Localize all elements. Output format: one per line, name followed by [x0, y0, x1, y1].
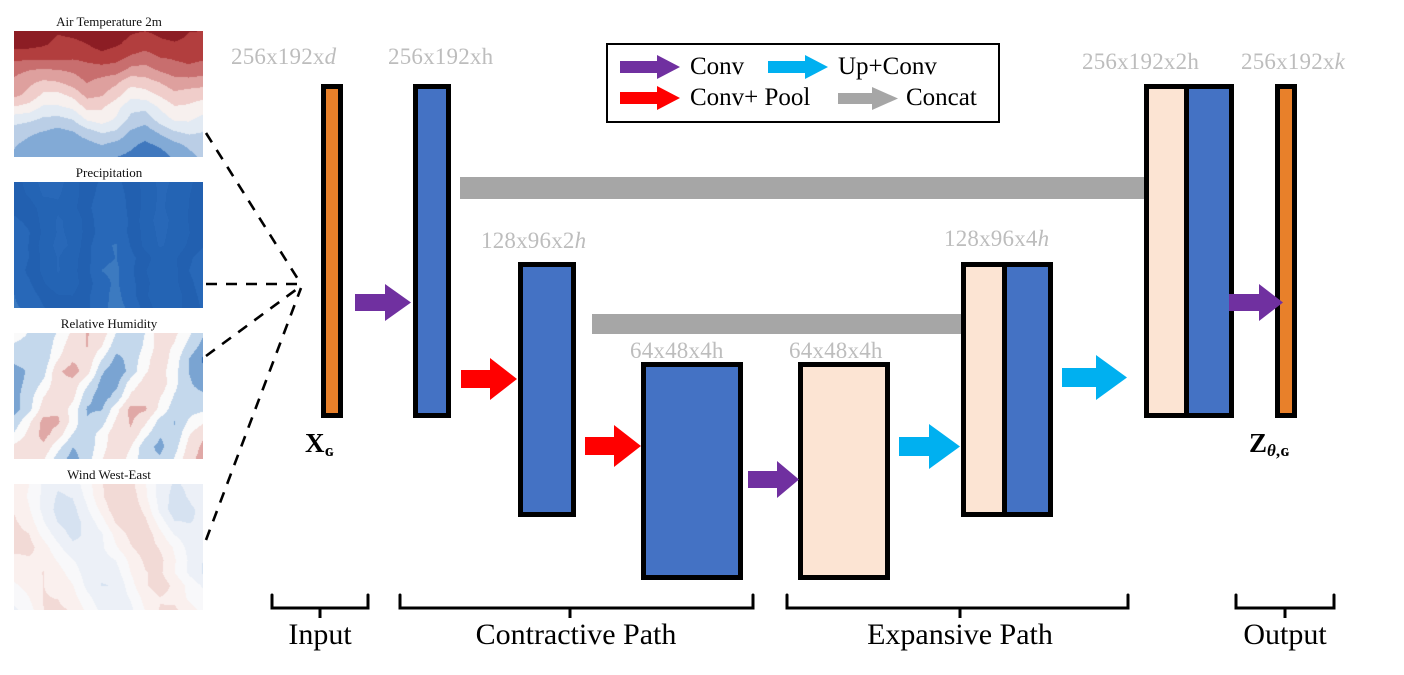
section-label-output: Output [1243, 618, 1327, 651]
block-encoder-2-segment [523, 267, 571, 512]
section-label-input: Input [288, 618, 352, 651]
legend-entry-pool: Conv+ Pool [620, 84, 838, 112]
arrow-right-icon [620, 85, 680, 110]
block-output-segment [1280, 89, 1292, 413]
legend-box: Conv Up+Conv Conv+ Pool Concat [606, 43, 1000, 123]
block-input-segment [326, 89, 338, 413]
dim-label-output: 256x192xk [1241, 49, 1346, 74]
pool-arrow-enc1-to-enc2 [461, 358, 517, 400]
block-bottleneck-encoder-segment [646, 367, 738, 575]
dim-label-dec2: 128x96x4h [944, 226, 1050, 251]
block-decoder-2-upsampled-segment [966, 267, 1007, 512]
label-output-tensor: Zθ,ɢ [1249, 428, 1291, 460]
block-decoder-bottom[interactable] [798, 362, 890, 580]
brace-output [1234, 593, 1336, 618]
block-encoder-2[interactable] [518, 262, 576, 517]
connector-line-3 [204, 287, 303, 541]
block-encoder-1-segment [418, 89, 446, 413]
block-output[interactable] [1275, 84, 1297, 418]
block-encoder-1[interactable] [413, 84, 451, 418]
legend-label-concat: Concat [906, 83, 977, 111]
pool-arrow-enc2-to-bottleneck [585, 425, 641, 467]
field-image-air-temperature [14, 31, 203, 157]
section-label-expansive: Expansive Path [867, 618, 1053, 651]
block-decoder-1-concat[interactable] [1144, 84, 1234, 418]
block-decoder-1-skip-segment [1189, 89, 1229, 413]
label-input-tensor: Xɢ [305, 428, 335, 460]
dim-label-bottleneck: 64x48x4h [630, 338, 724, 363]
legend-row-1: Conv Up+Conv [620, 51, 998, 82]
dim-label-enc2: 128x96x2h [481, 228, 587, 253]
section-label-contractive: Contractive Path [475, 618, 677, 651]
upconv-arrow-dec2-to-dec1 [1062, 355, 1127, 400]
block-decoder-1-upsampled-segment [1149, 89, 1189, 413]
legend-entry-upconv: Up+Conv [768, 53, 937, 81]
block-input[interactable] [321, 84, 343, 418]
brace-input [270, 593, 370, 618]
dim-label-enc1: 256x192xh [388, 44, 494, 69]
field-image-precipitation [14, 182, 203, 308]
legend-entry-conv: Conv [620, 53, 768, 81]
conv-arrow-input-to-enc1 [355, 284, 411, 321]
dim-label-input: 256x192xd [231, 44, 337, 69]
arrow-right-icon [768, 54, 828, 79]
legend-row-2: Conv+ Pool Concat [620, 82, 998, 113]
dim-label-dec1: 256x192x2h [1082, 49, 1200, 74]
panel-title-0: Air Temperature 2m [56, 14, 162, 29]
legend-label-upconv: Up+Conv [838, 52, 937, 80]
brace-contractive [398, 593, 755, 618]
dim-label-dec-bottom: 64x48x4h [789, 338, 883, 363]
field-image-wind-west-east [14, 484, 203, 610]
block-decoder-bottom-segment [803, 367, 885, 575]
field-image-relative-humidity [14, 333, 203, 459]
block-decoder-2-concat[interactable] [961, 262, 1053, 517]
panel-title-2: Relative Humidity [60, 316, 158, 331]
conv-arrow-bottleneck-to-decoder [748, 461, 799, 498]
arrow-right-icon [620, 54, 680, 79]
arrow-right-icon [838, 86, 898, 110]
panel-title-3: Wind West-East [67, 467, 151, 482]
block-bottleneck-encoder[interactable] [641, 362, 743, 580]
connector-line-0 [204, 132, 303, 285]
upconv-arrow-decoder-bottom-to-dec2 [899, 424, 960, 469]
legend-entry-concat: Concat [838, 84, 977, 112]
legend-label-pool: Conv+ Pool [690, 83, 811, 111]
block-decoder-2-skip-segment [1007, 267, 1048, 512]
concat-arrow-top [460, 163, 1197, 213]
panel-title-1: Precipitation [75, 165, 143, 180]
connector-line-2 [205, 284, 302, 358]
brace-expansive [785, 593, 1130, 618]
legend-label-conv: Conv [690, 52, 745, 80]
